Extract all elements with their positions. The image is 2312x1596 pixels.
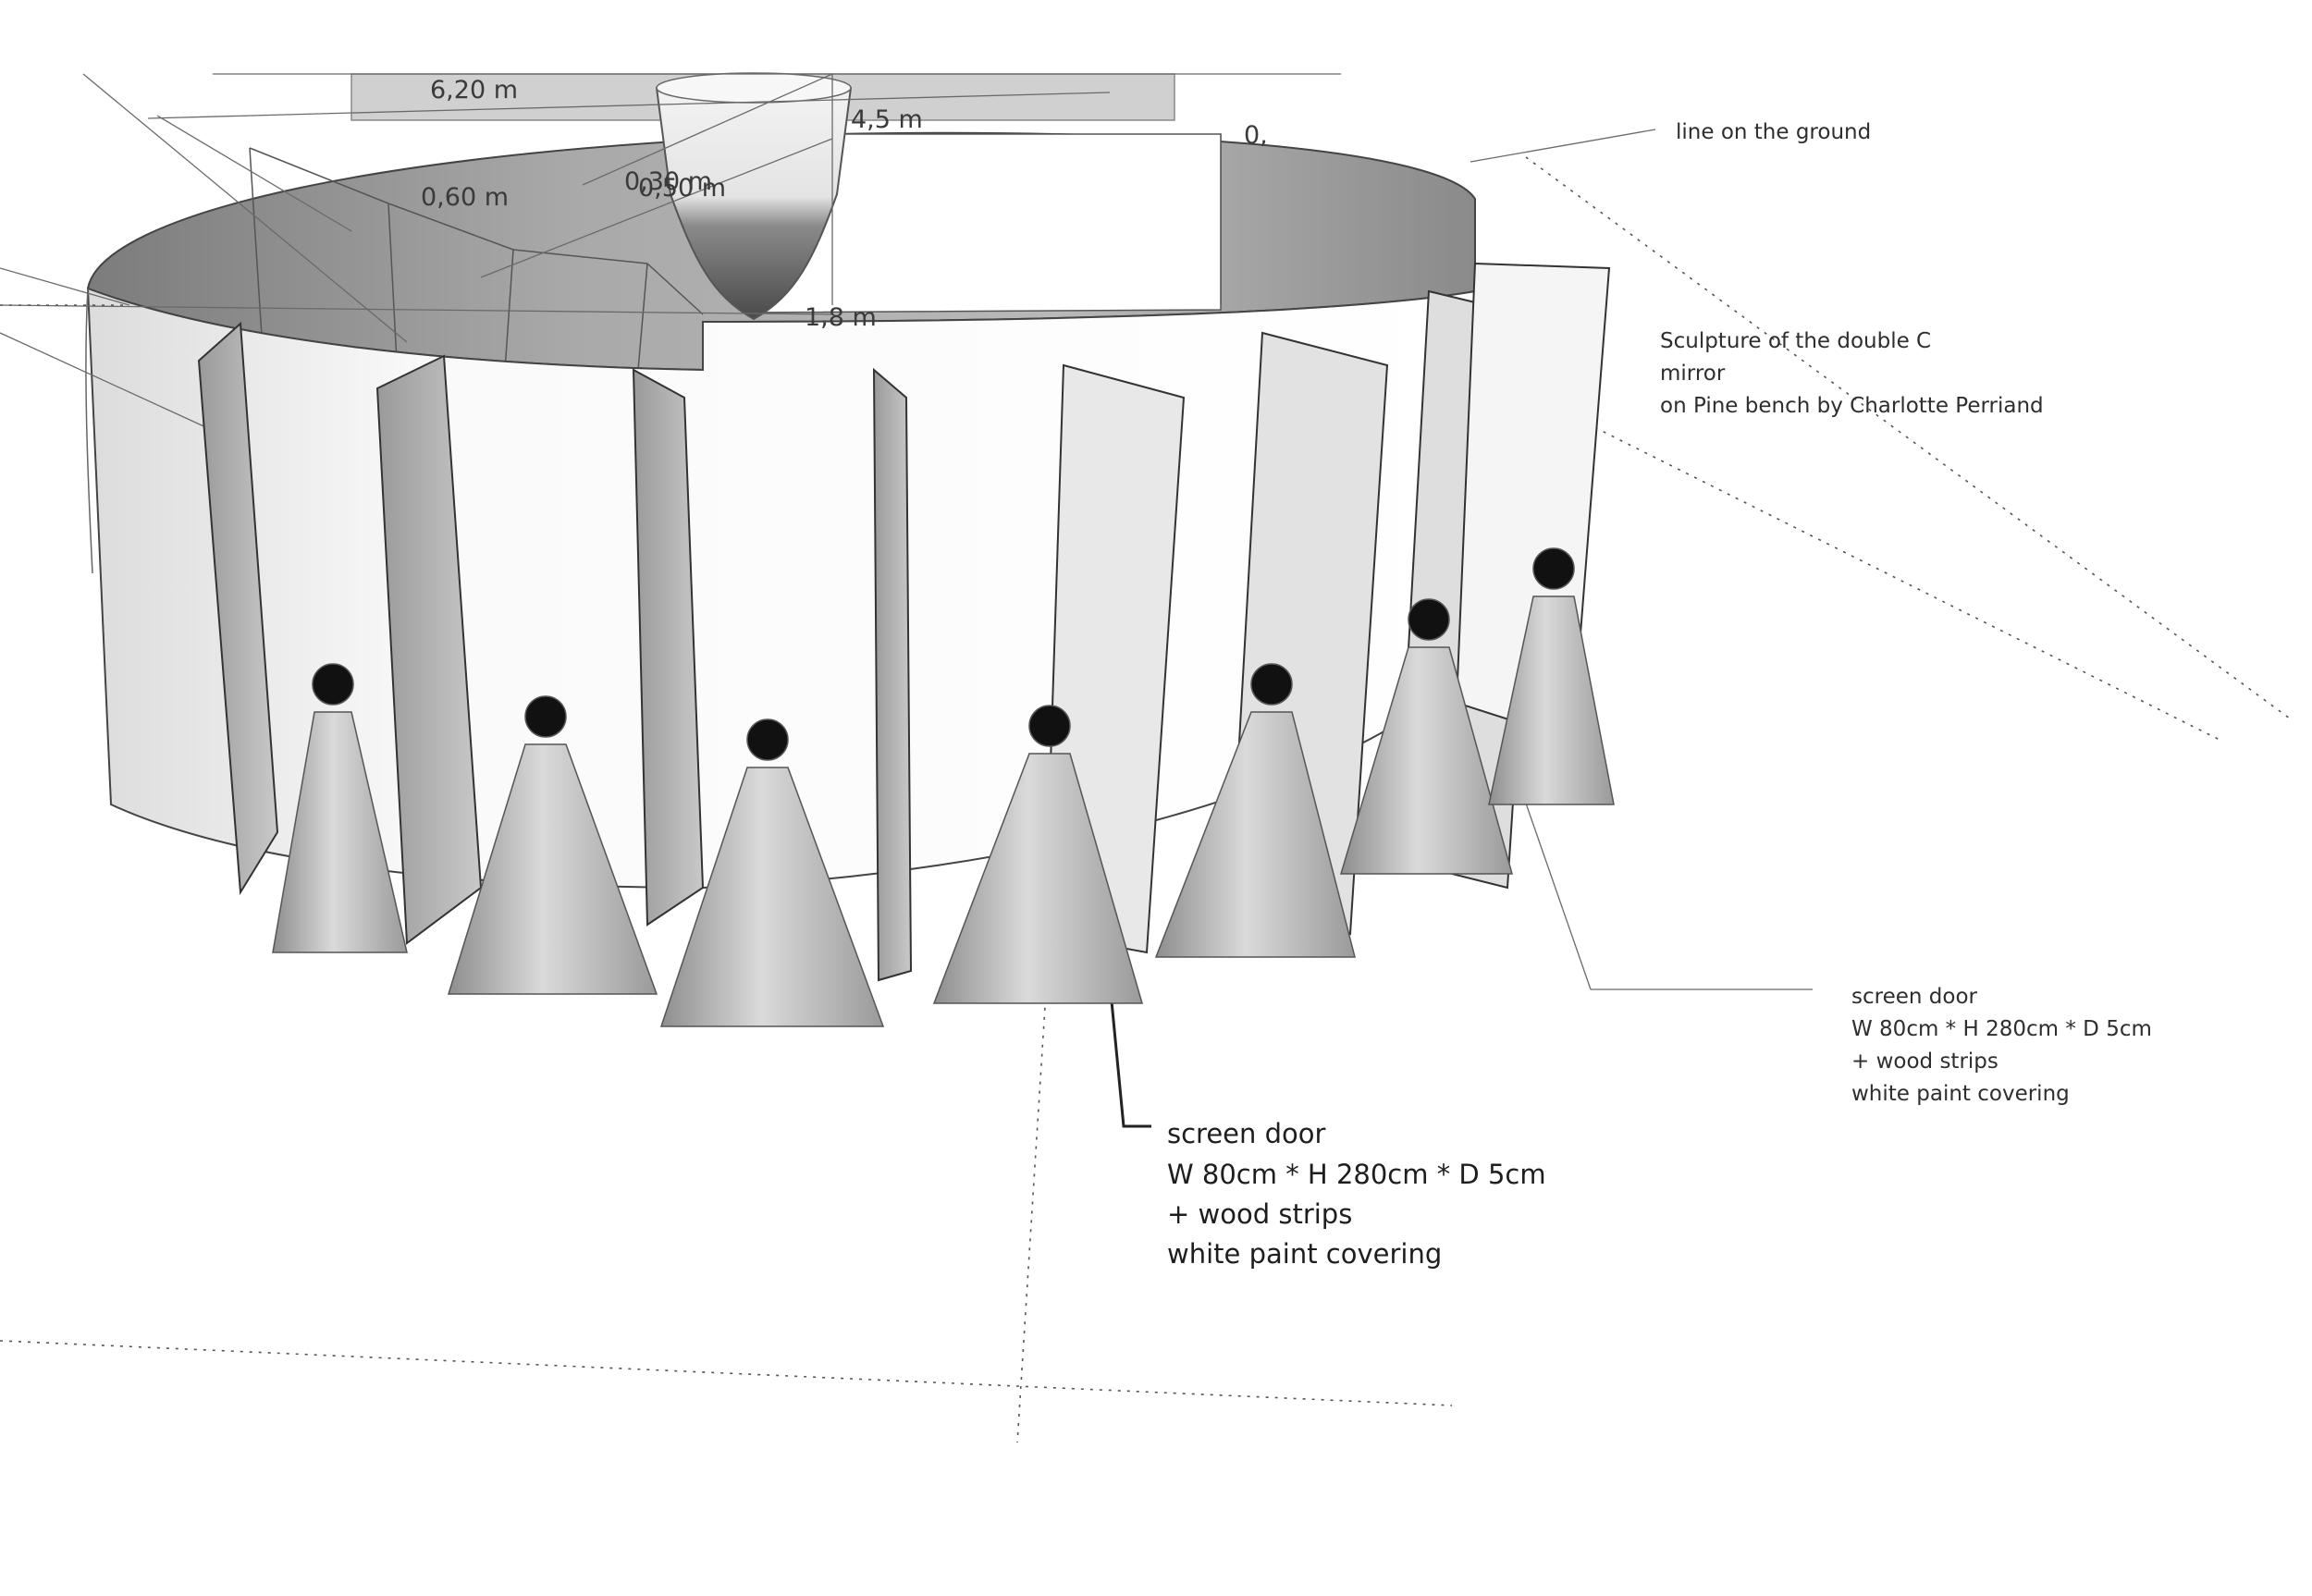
annotations: line on the ground Sculpture of the doub… — [1167, 120, 2152, 1270]
note-ground-line: line on the ground — [1676, 120, 1871, 144]
dress-4 — [932, 705, 1143, 1004]
dim-0: 0, — [1244, 121, 1268, 150]
dim-0-60: 0,60 m — [421, 183, 509, 212]
note-sculpture-line1: Sculpture of the double C — [1660, 329, 1931, 353]
note-sdc-line3: + wood strips — [1167, 1198, 1352, 1230]
note-screen-door-center: screen door W 80cm * H 280cm * D 5cm + w… — [1167, 1118, 1546, 1270]
dress-5 — [1154, 663, 1356, 958]
construction-lines — [0, 73, 1813, 990]
note-sdc-line4: white paint covering — [1167, 1238, 1442, 1270]
dim-0-30: 0,30 m — [624, 167, 712, 196]
note-sculpture: Sculpture of the double C mirror on Pine… — [1660, 329, 2044, 418]
wedding-dresses — [272, 547, 1615, 1027]
note-sdr-line4: white paint covering — [1851, 1082, 2070, 1106]
dim-0-50: 0,50 m — [638, 174, 726, 203]
note-sdr-line3: + wood strips — [1851, 1050, 1998, 1074]
note-sdr-line2: W 80cm * H 280cm * D 5cm — [1851, 1017, 2152, 1041]
note-sculpture-line2: mirror — [1660, 362, 1726, 386]
dim-1-8: 1,8 m — [805, 303, 877, 332]
dress-1 — [272, 663, 408, 953]
dress-2 — [447, 695, 658, 995]
dress-7 — [1488, 547, 1615, 805]
glass-vessel — [655, 72, 853, 321]
dress-6 — [1339, 598, 1513, 875]
dress-3 — [659, 718, 885, 1027]
screen-doors — [197, 262, 1611, 982]
dotted-guides — [0, 156, 2294, 1443]
note-sdc-line2: W 80cm * H 280cm * D 5cm — [1167, 1159, 1546, 1190]
dimension-labels: 6,20 m 4,5 m 0, 0,60 m 0,30 m 0,50 m 1,8… — [421, 76, 1268, 332]
dim-6-20: 6,20 m — [430, 76, 518, 104]
note-sdc-line1: screen door — [1167, 1118, 1326, 1149]
note-sdr-line1: screen door — [1851, 985, 1978, 1009]
note-screen-door-right: screen door W 80cm * H 280cm * D 5cm + w… — [1851, 985, 2152, 1106]
note-sculpture-line3: on Pine bench by Charlotte Perriand — [1660, 394, 2044, 418]
dim-4-5: 4,5 m — [851, 105, 923, 134]
